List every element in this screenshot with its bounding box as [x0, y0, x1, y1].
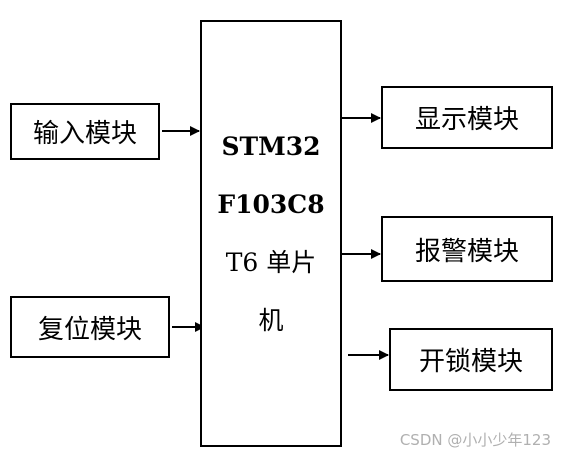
mcu-label-line-3: T6 单片: [225, 247, 317, 277]
display-module-box: 显示模块: [381, 86, 553, 149]
watermark-text: CSDN @小小少年123: [399, 431, 551, 449]
mcu-block: STM32 F103C8 T6 单片 机: [200, 20, 342, 447]
reset-module-box: 复位模块: [10, 296, 170, 358]
display-module-label: 显示模块: [414, 105, 519, 135]
mcu-label-line-2: F103C8: [217, 189, 325, 219]
alarm-module-label: 报警模块: [414, 236, 519, 267]
unlock-module-box: 开锁模块: [389, 328, 553, 391]
mcu-label-line-1: STM32: [221, 131, 321, 161]
input-module-label: 输入模块: [32, 119, 137, 149]
unlock-module-label: 开锁模块: [418, 347, 523, 377]
reset-module-label: 复位模块: [37, 314, 142, 345]
mcu-label-line-4: 机: [258, 305, 284, 335]
alarm-module-box: 报警模块: [381, 216, 553, 282]
input-module-box: 输入模块: [10, 103, 160, 160]
